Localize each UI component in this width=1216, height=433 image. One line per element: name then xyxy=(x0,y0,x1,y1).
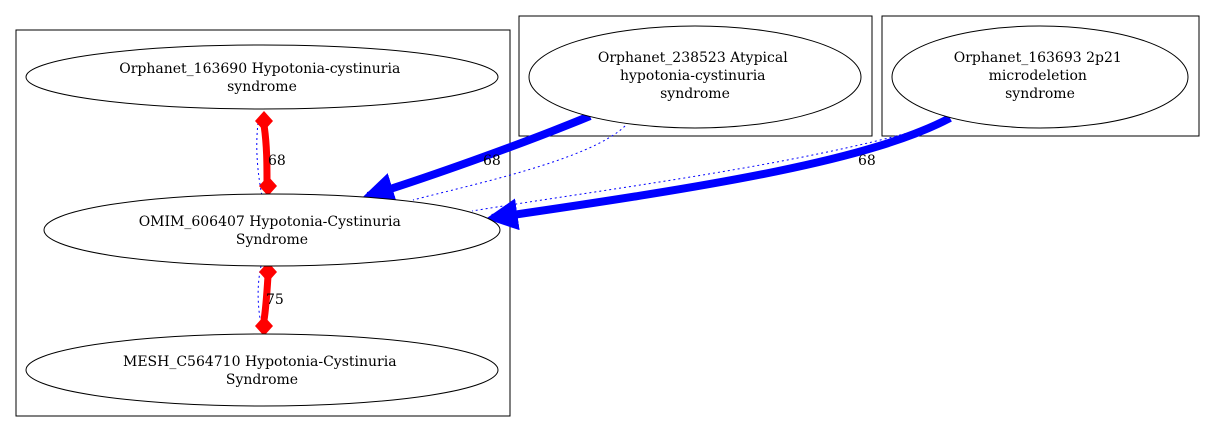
edge-diamond-icon xyxy=(255,316,273,336)
node-label: syndrome xyxy=(660,86,730,102)
node-label: microdeletion xyxy=(989,68,1087,84)
svg-text:Orphanet_163690 Hypotonia-cyst: Orphanet_163690 Hypotonia-cystinuria syn… xyxy=(119,61,405,95)
node-orphanet-238523[interactable]: Orphanet_238523 Atypical hypotonia-cysti… xyxy=(528,25,862,129)
node-label: Syndrome xyxy=(226,372,298,388)
edge-diamond-icon xyxy=(259,176,277,196)
node-label: OMIM_606407 Hypotonia-Cystinuria xyxy=(139,214,401,230)
node-shape xyxy=(891,25,1189,129)
edge-label-163690-606407: 68 xyxy=(268,153,286,169)
edge-163693-606407 xyxy=(485,114,952,231)
dotted-link-238523-606407 xyxy=(412,125,626,201)
node-label: Orphanet_163690 Hypotonia-cystinuria xyxy=(119,61,400,77)
svg-text:OMIM_606407 Hypotonia-Cystinur: OMIM_606407 Hypotonia-Cystinuria Syndrom… xyxy=(139,214,406,248)
node-label: MESH_C564710 Hypotonia-Cystinuria xyxy=(123,354,397,370)
node-label: Orphanet_238523 Atypical xyxy=(598,50,788,66)
node-label: Orphanet_163693 2p21 xyxy=(954,50,1122,66)
edge-238523-606407 xyxy=(361,112,592,204)
svg-text:Orphanet_163693 2p21 mic: Orphanet_163693 2p21 microdeletion syndr… xyxy=(954,50,1126,102)
node-label: Syndrome xyxy=(236,232,308,248)
node-omim-606407[interactable]: OMIM_606407 Hypotonia-Cystinuria Syndrom… xyxy=(43,193,501,267)
edge-label-238523-606407: 68 xyxy=(483,153,501,169)
edge-163690-606407 xyxy=(260,124,271,184)
edge-label-606407-c564710: 75 xyxy=(266,292,284,308)
dotted-link-163693-606407 xyxy=(471,127,926,212)
node-shape xyxy=(25,333,499,407)
node-label: syndrome xyxy=(227,79,297,95)
edge-label-163693-606407: 68 xyxy=(858,153,876,169)
node-mesh-c564710[interactable]: MESH_C564710 Hypotonia-Cystinuria Syndro… xyxy=(25,333,499,407)
svg-text:Orphanet_238523 Atypical: Orphanet_238523 Atypical hypotonia-cysti… xyxy=(598,50,792,102)
node-label: syndrome xyxy=(1005,86,1075,102)
edge-diamond-icon xyxy=(255,111,273,131)
cluster-right xyxy=(881,15,1200,137)
node-shape xyxy=(25,44,499,110)
svg-text:MESH_C564710 Hypotonia-Cystinu: MESH_C564710 Hypotonia-Cystinuria Syndro… xyxy=(123,354,401,388)
node-orphanet-163693[interactable]: Orphanet_163693 2p21 microdeletion syndr… xyxy=(891,25,1189,129)
node-shape xyxy=(528,25,862,129)
cluster-middle xyxy=(518,15,873,137)
node-label: hypotonia-cystinuria xyxy=(620,68,766,84)
node-shape xyxy=(43,193,501,267)
edge-diamond-icon xyxy=(259,262,277,282)
node-orphanet-163690[interactable]: Orphanet_163690 Hypotonia-cystinuria syn… xyxy=(25,44,499,110)
